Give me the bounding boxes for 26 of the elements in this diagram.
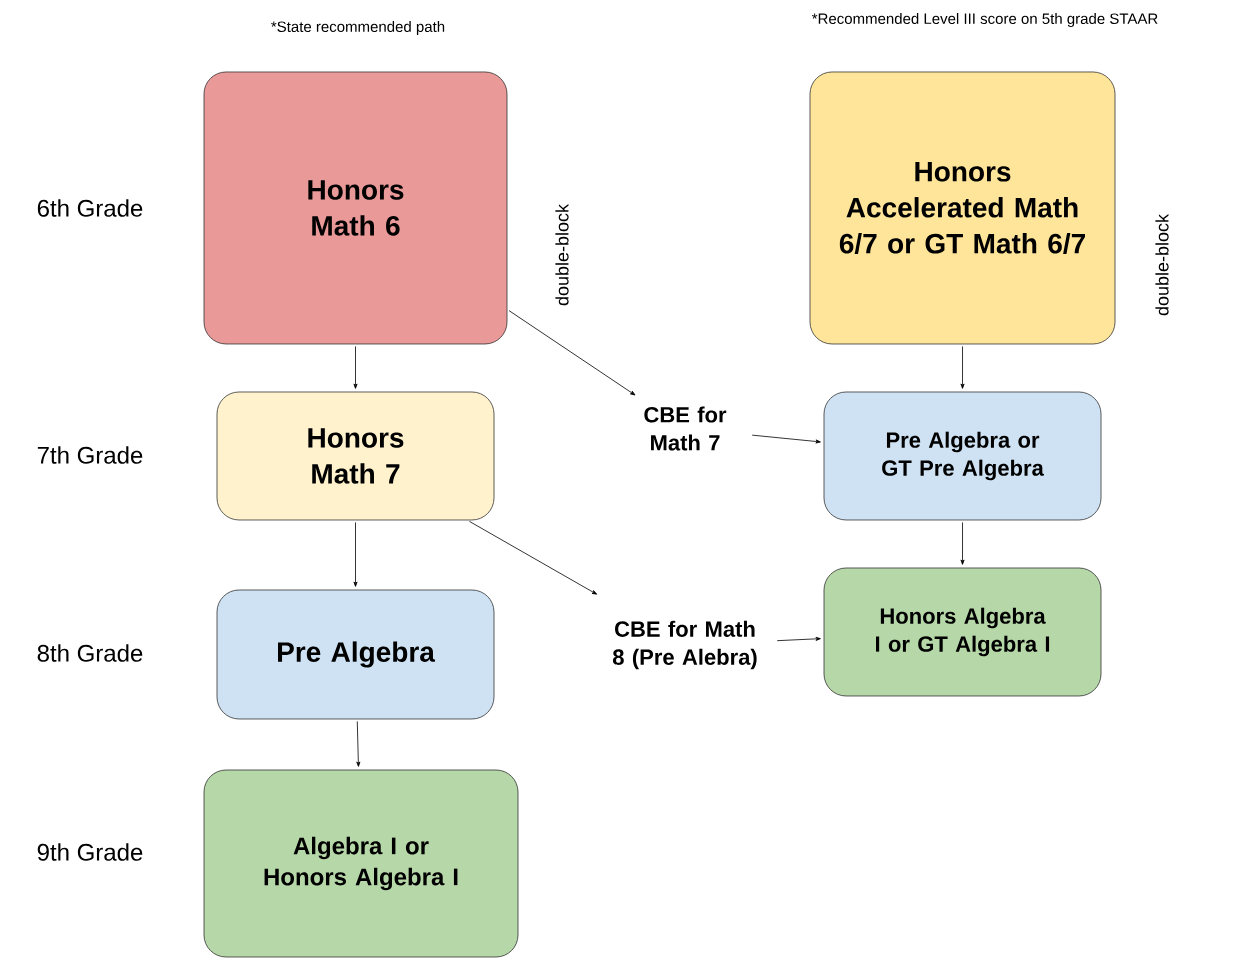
exam-label: CBE for Math 8 (Pre Alebra) <box>612 620 757 670</box>
grade-label: 9th Grade <box>37 843 143 861</box>
arrow <box>960 522 965 565</box>
course-box: Honors Math 6 <box>203 71 508 345</box>
course-box: Honors Math 7 <box>216 391 495 521</box>
course-box: Honors Algebra I or GT Algebra I <box>823 567 1102 697</box>
rotated-note: double-block <box>1155 213 1169 316</box>
arrow <box>356 721 361 767</box>
arrow <box>469 521 598 595</box>
arrow <box>960 346 965 389</box>
exam-label: CBE for Math 7 <box>644 406 727 451</box>
grade-label: 7th Grade <box>37 446 143 464</box>
grade-label: 6th Grade <box>37 199 143 217</box>
rotated-note: double-block <box>555 203 569 306</box>
arrow <box>776 636 821 642</box>
course-box: Pre Algebra or GT Pre Algebra <box>823 391 1102 521</box>
grade-label: 8th Grade <box>37 644 143 662</box>
arrow <box>751 434 821 444</box>
course-box: Algebra I or Honors Algebra I <box>203 769 519 958</box>
arrow <box>508 310 636 396</box>
note: *State recommended path <box>271 21 445 35</box>
course-box: Pre Algebra <box>216 589 495 720</box>
note: *Recommended Level III score on 5th grade STAAR <box>811 13 1158 27</box>
arrow <box>353 346 358 389</box>
arrow <box>353 522 358 587</box>
course-box: Honors Accelerated Math 6/7 or GT Math 6/7 <box>809 71 1116 345</box>
